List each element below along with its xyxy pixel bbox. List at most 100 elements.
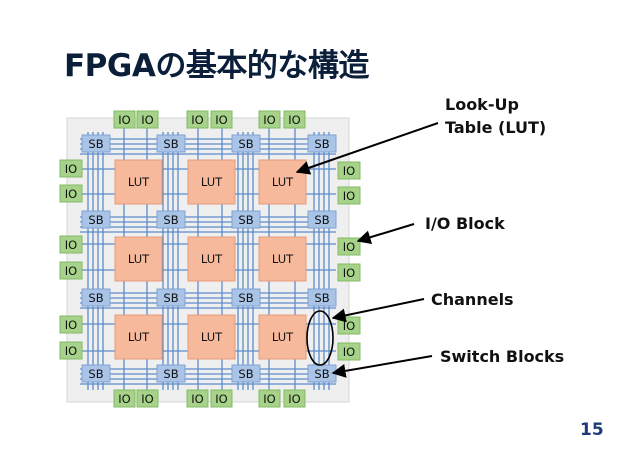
- callout-channels: Channels: [431, 290, 514, 309]
- svg-text:IO: IO: [343, 319, 355, 333]
- svg-text:IO: IO: [343, 189, 355, 203]
- arrow-switch-blocks: [331, 355, 433, 378]
- svg-text:SB: SB: [238, 213, 253, 227]
- io-right-6: IO: [337, 342, 361, 361]
- callout-switch-blocks: Switch Blocks: [440, 347, 564, 366]
- svg-text:IO: IO: [343, 240, 355, 254]
- lut-r2c2: LUT: [187, 236, 236, 282]
- svg-text:IO: IO: [263, 392, 275, 406]
- io-top-4: IO: [210, 110, 233, 129]
- svg-text:IO: IO: [215, 113, 227, 127]
- svg-text:IO: IO: [65, 187, 77, 201]
- sb-r3c2: SB: [156, 288, 186, 307]
- sb-r3c3: SB: [231, 288, 261, 307]
- io-left-1: IO: [59, 159, 83, 178]
- callout-lut-line1: Look-Up: [445, 95, 519, 114]
- svg-text:IO: IO: [343, 345, 355, 359]
- sb-r1c4: SB: [307, 134, 337, 153]
- lut-r1c1: LUT: [114, 159, 163, 205]
- svg-text:IO: IO: [65, 344, 77, 358]
- sb-r2c3: SB: [231, 210, 261, 229]
- svg-text:IO: IO: [141, 113, 153, 127]
- callout-io-block: I/O Block: [425, 214, 505, 233]
- arrow-channels: [331, 298, 425, 323]
- svg-text:LUT: LUT: [272, 330, 294, 344]
- io-left-3: IO: [59, 235, 83, 254]
- io-top-2: IO: [136, 110, 159, 129]
- io-right-5: IO: [337, 316, 361, 335]
- svg-text:LUT: LUT: [201, 175, 223, 189]
- io-top-6: IO: [283, 110, 306, 129]
- io-right-4: IO: [337, 263, 361, 282]
- sb-r4c1: SB: [81, 364, 111, 383]
- sb-r2c4: SB: [307, 210, 337, 229]
- callout-arrows: [295, 122, 439, 378]
- svg-text:IO: IO: [141, 392, 153, 406]
- lut-r1c3: LUT: [258, 159, 307, 205]
- svg-text:SB: SB: [88, 213, 103, 227]
- horizontal-channels: [80, 138, 336, 385]
- io-right-2: IO: [337, 186, 361, 205]
- sb-r2c2: SB: [156, 210, 186, 229]
- lut-r3c1: LUT: [114, 314, 163, 360]
- sb-r3c1: SB: [81, 288, 111, 307]
- io-bottom-2: IO: [136, 389, 159, 408]
- svg-text:LUT: LUT: [128, 252, 150, 266]
- sb-r4c2: SB: [156, 364, 186, 383]
- svg-text:SB: SB: [314, 213, 329, 227]
- sb-r1c2: SB: [156, 134, 186, 153]
- svg-text:IO: IO: [118, 113, 130, 127]
- svg-text:IO: IO: [215, 392, 227, 406]
- svg-text:IO: IO: [65, 264, 77, 278]
- lut-r3c2: LUT: [187, 314, 236, 360]
- svg-text:LUT: LUT: [201, 330, 223, 344]
- svg-text:SB: SB: [314, 137, 329, 151]
- svg-text:IO: IO: [118, 392, 130, 406]
- svg-text:LUT: LUT: [128, 330, 150, 344]
- svg-text:SB: SB: [88, 137, 103, 151]
- svg-text:IO: IO: [191, 113, 203, 127]
- sb-r4c4: SB: [307, 364, 337, 383]
- svg-text:SB: SB: [163, 367, 178, 381]
- svg-text:IO: IO: [65, 162, 77, 176]
- lut-r1c2: LUT: [187, 159, 236, 205]
- svg-text:SB: SB: [163, 291, 178, 305]
- svg-text:SB: SB: [88, 367, 103, 381]
- svg-text:SB: SB: [314, 367, 329, 381]
- sb-r1c1: SB: [81, 134, 111, 153]
- io-top-3: IO: [186, 110, 209, 129]
- svg-text:SB: SB: [314, 291, 329, 305]
- svg-text:SB: SB: [163, 213, 178, 227]
- switch-blocks: SB SB SB SB SB SB SB SB SB SB SB SB SB S…: [81, 134, 337, 383]
- arrow-lut: [295, 122, 439, 175]
- svg-text:SB: SB: [238, 291, 253, 305]
- io-top-1: IO: [113, 110, 136, 129]
- io-left-6: IO: [59, 341, 83, 360]
- svg-text:SB: SB: [163, 137, 178, 151]
- io-bottom-1: IO: [113, 389, 136, 408]
- io-blocks: IO IO IO IO IO IO IO IO IO IO IO IO IO I…: [59, 110, 361, 408]
- sb-r1c3: SB: [231, 134, 261, 153]
- sb-r4c3: SB: [231, 364, 261, 383]
- lut-blocks: LUT LUT LUT LUT LUT LUT LUT LUT LUT: [114, 159, 307, 360]
- io-right-1: IO: [337, 161, 361, 180]
- svg-text:IO: IO: [65, 318, 77, 332]
- page-number: 15: [580, 420, 604, 440]
- svg-text:IO: IO: [343, 164, 355, 178]
- svg-text:LUT: LUT: [272, 175, 294, 189]
- lut-r2c1: LUT: [114, 236, 163, 282]
- io-left-4: IO: [59, 261, 83, 280]
- svg-text:IO: IO: [288, 392, 300, 406]
- sb-r3c4: SB: [307, 288, 337, 307]
- io-bottom-3: IO: [186, 389, 209, 408]
- svg-text:SB: SB: [238, 367, 253, 381]
- lut-r2c3: LUT: [258, 236, 307, 282]
- svg-text:LUT: LUT: [128, 175, 150, 189]
- svg-text:LUT: LUT: [201, 252, 223, 266]
- callout-lut-line2: Table (LUT): [445, 118, 546, 137]
- io-left-2: IO: [59, 184, 83, 203]
- vertical-channels: [87, 132, 330, 390]
- svg-text:IO: IO: [343, 266, 355, 280]
- arrow-io-block: [356, 223, 415, 245]
